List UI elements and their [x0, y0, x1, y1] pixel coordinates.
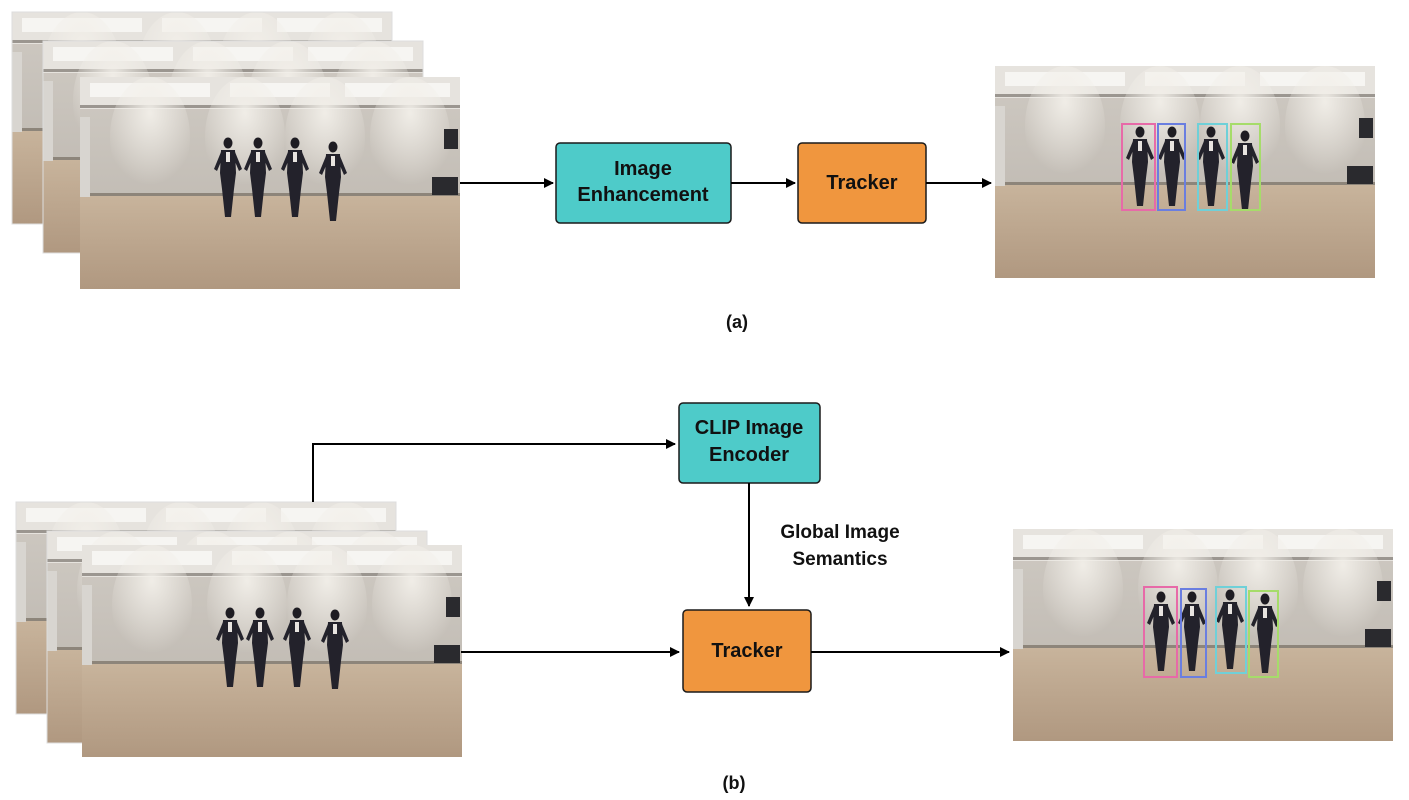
clip-image-encoder-box: CLIP Image Encoder — [678, 402, 821, 484]
tracking-box-1 — [1143, 586, 1178, 678]
semantics-line1: Global Image — [780, 522, 899, 543]
tracking-box-3 — [1197, 123, 1228, 211]
output-frame-b — [1013, 529, 1393, 741]
caption-b: (b) — [723, 773, 746, 793]
tracking-box-2 — [1157, 123, 1186, 211]
enhancement-line1: Image — [614, 158, 672, 180]
input-frame-stack-a — [11, 11, 460, 289]
arrow-frames-to-clip — [312, 439, 676, 502]
input-frame-stack-b — [15, 501, 462, 757]
tracker-box-b: Tracker — [682, 609, 812, 693]
tracking-box-2 — [1180, 588, 1207, 678]
tracker-label-b: Tracker — [711, 640, 782, 662]
tracking-box-4 — [1248, 590, 1279, 678]
tracker-label-a: Tracker — [826, 172, 897, 194]
semantics-line2: Semantics — [792, 549, 887, 570]
tracking-box-1 — [1121, 123, 1156, 211]
output-frame-a — [995, 66, 1375, 278]
panel-a: Image Enhancement Tracker (a) — [11, 11, 1375, 332]
panel-b: CLIP Image Encoder Global Image Semantic… — [15, 402, 1393, 793]
tracking-box-3 — [1215, 586, 1247, 674]
image-enhancement-box: Image Enhancement — [555, 142, 732, 224]
video-frame-front — [80, 77, 460, 289]
tracker-box-a: Tracker — [797, 142, 927, 224]
caption-a: (a) — [726, 312, 748, 332]
clip-line2: Encoder — [709, 444, 789, 466]
clip-line1: CLIP Image — [695, 417, 804, 439]
video-frame-front — [82, 545, 462, 757]
enhancement-line2: Enhancement — [577, 184, 708, 206]
tracking-box-4 — [1230, 123, 1261, 211]
